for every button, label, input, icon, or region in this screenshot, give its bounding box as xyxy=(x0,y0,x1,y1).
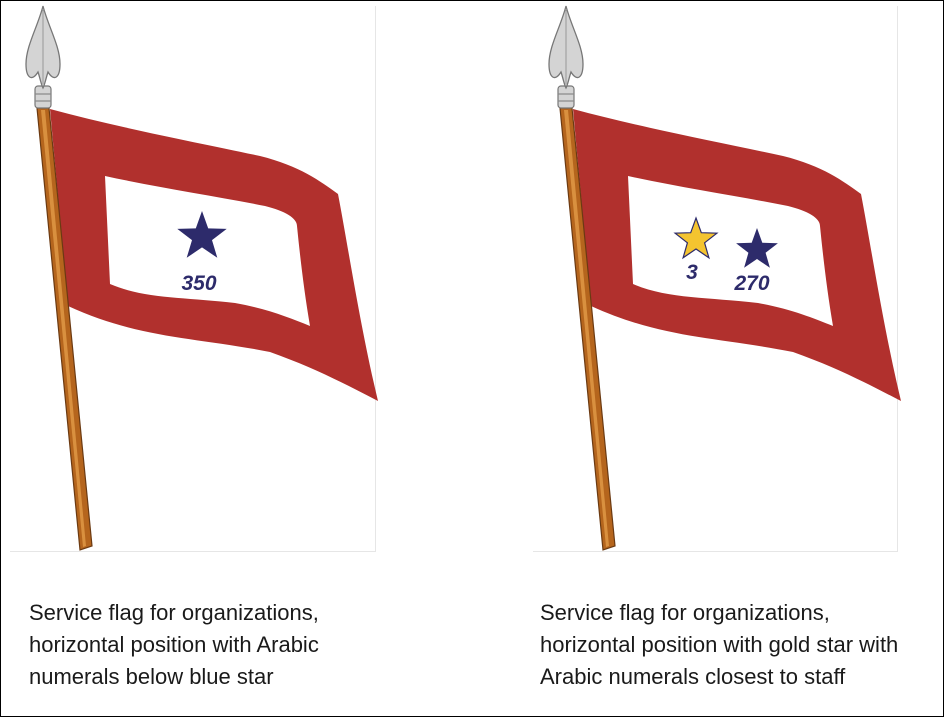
right-flag-white-field xyxy=(628,176,833,326)
left-flag-staff xyxy=(25,5,93,551)
right-staff-highlight xyxy=(564,110,609,547)
right-flag-illustration: 3 270 xyxy=(548,5,901,551)
right-flag-caption: Service flag for organizations, horizont… xyxy=(540,597,940,693)
right-flag-cloth xyxy=(573,109,901,401)
left-flag-panel: 350 xyxy=(10,5,378,552)
left-caption-line-3: numerals below blue star xyxy=(29,664,274,689)
right-flag-staff xyxy=(548,5,616,551)
left-flag-illustration: 350 xyxy=(25,5,378,551)
right-blue-star-number: 270 xyxy=(733,272,769,295)
right-caption-line-2: horizontal position with gold star with xyxy=(540,632,899,657)
right-flag-panel: 3 270 xyxy=(533,5,901,552)
right-blue-star-icon xyxy=(736,228,778,268)
left-blue-star-icon xyxy=(177,211,227,258)
right-caption-line-3: Arabic numerals closest to staff xyxy=(540,664,846,689)
left-caption-line-2: horizontal position with Arabic xyxy=(29,632,319,657)
right-gold-star-number: 3 xyxy=(686,261,698,284)
left-flag-caption: Service flag for organizations, horizont… xyxy=(29,597,429,693)
left-caption-line-1: Service flag for organizations, xyxy=(29,600,319,625)
left-star-number: 350 xyxy=(181,272,216,295)
right-caption-line-1: Service flag for organizations, xyxy=(540,600,830,625)
right-gold-star-icon xyxy=(673,216,719,260)
left-staff-highlight xyxy=(41,110,86,547)
